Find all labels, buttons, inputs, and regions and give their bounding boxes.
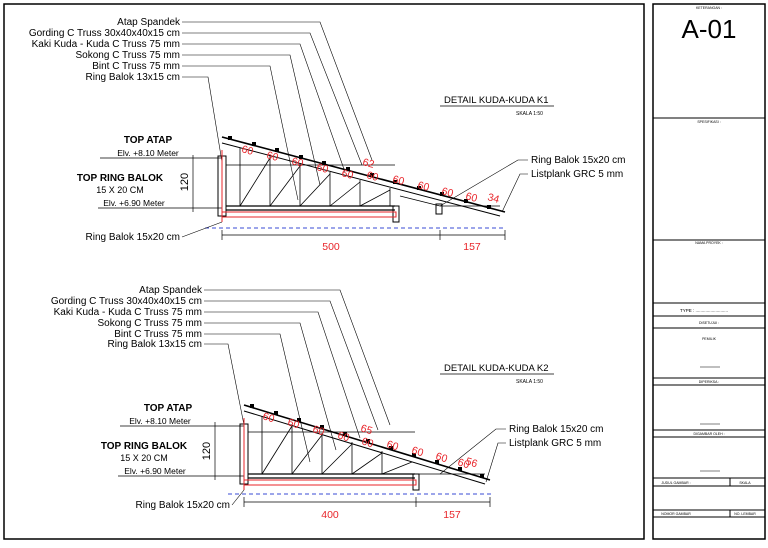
- k2-ring-size: 15 X 20 CM: [120, 453, 168, 463]
- type-label: TYPE : ..........................: [680, 308, 728, 313]
- k2-label-sokong: Sokong C Truss 75 mm: [98, 318, 202, 329]
- k2-label-atap: Atap Spandek: [139, 285, 203, 296]
- drawn-label: DIGAMBAR OLEH :: [693, 432, 724, 436]
- sheet-number-label: NOMOR GAMBAR: [661, 512, 691, 516]
- svg-text:60: 60: [365, 169, 380, 184]
- sheet-title-label: JUDUL GAMBAR :: [661, 481, 690, 485]
- k2-dim-main: 400: [321, 509, 339, 521]
- svg-text:60: 60: [240, 143, 255, 158]
- svg-text:56: 56: [464, 455, 479, 470]
- svg-text:34: 34: [486, 191, 501, 206]
- drawing-frame: [3, 3, 645, 540]
- k2-scale: SKALA 1:50: [516, 379, 543, 385]
- k1-truss: [217, 136, 506, 223]
- k1-height-dim: 120: [179, 173, 191, 191]
- svg-text:60: 60: [261, 410, 276, 425]
- spec-label: SPESIFIKASI :: [697, 120, 720, 124]
- k1-label-gording: Gording C Truss 30x40x40x15 cm: [29, 28, 180, 39]
- detail-k1: Atap Spandek Gording C Truss 30x40x40x15…: [29, 17, 626, 253]
- scale-label: SKALA: [739, 481, 751, 485]
- svg-text:60: 60: [410, 444, 425, 459]
- checked-label: DIPERIKSA :: [699, 380, 719, 384]
- k1-purlins: [228, 136, 491, 209]
- k1-label-ring-balok: Ring Balok 13x15 cm: [86, 72, 181, 83]
- svg-text:60: 60: [416, 179, 431, 194]
- svg-text:60: 60: [385, 438, 400, 453]
- sheet-label: KETERANGAN :: [696, 6, 722, 10]
- k1-spacings: 60 60 60 60 60 62 60 60 60 60 60 34: [240, 143, 501, 206]
- k1-ring-size: 15 X 20 CM: [96, 185, 144, 195]
- k1-dim-over: 157: [463, 241, 481, 253]
- svg-text:65: 65: [359, 422, 374, 437]
- approved-label: DISETUJUI :: [699, 321, 719, 325]
- k2-title: DETAIL KUDA-KUDA K2: [444, 363, 549, 374]
- signature-lines: [700, 366, 720, 472]
- k1-listplank: Listplank GRC 5 mm: [531, 169, 623, 180]
- k1-label-atap: Atap Spandek: [117, 17, 181, 28]
- sheet-count-label: NO. LEMBAR: [734, 512, 756, 516]
- svg-text:60: 60: [434, 450, 449, 465]
- detail-k2: Atap Spandek Gording C Truss 30x40x40x15…: [51, 285, 604, 521]
- k2-listplank: Listplank GRC 5 mm: [509, 438, 601, 449]
- k1-ring-bottom: Ring Balok 15x20 cm: [86, 232, 181, 243]
- title-block-frame: [652, 3, 766, 540]
- k1-scale: SKALA 1:50: [516, 111, 543, 117]
- svg-text:60: 60: [440, 185, 455, 200]
- owner-label: PEMILIK: [702, 337, 716, 341]
- k2-height-dim: 120: [201, 442, 213, 460]
- k1-title: DETAIL KUDA-KUDA K1: [444, 95, 549, 106]
- k2-label-bint: Bint C Truss 75 mm: [114, 329, 202, 340]
- k2-spacings: 60 60 60 60 60 65 60 60 60 60 56: [261, 410, 479, 471]
- svg-text:62: 62: [361, 156, 376, 171]
- svg-text:60: 60: [265, 149, 280, 164]
- k1-label-sokong: Sokong C Truss 75 mm: [76, 50, 180, 61]
- k2-top-ring: TOP RING BALOK: [101, 441, 188, 452]
- k2-top-atap: TOP ATAP: [144, 403, 193, 414]
- k2-dim-over: 157: [443, 509, 461, 521]
- k1-dim-main: 500: [322, 241, 340, 253]
- project-name-label: NAMA PROYEK :: [695, 241, 722, 245]
- k2-elv-ring: Elv. +6.90 Meter: [124, 466, 186, 476]
- k1-elv-top: Elv. +8.10 Meter: [117, 148, 179, 158]
- k2-ring-bottom: Ring Balok 15x20 cm: [136, 500, 231, 511]
- svg-text:60: 60: [286, 416, 301, 431]
- svg-text:60: 60: [290, 155, 305, 170]
- k2-label-gording: Gording C Truss 30x40x40x15 cm: [51, 296, 202, 307]
- svg-text:60: 60: [311, 423, 326, 438]
- k2-purlins: [250, 404, 484, 478]
- sheet-number: A-01: [682, 14, 737, 44]
- k2-leaders: [204, 289, 391, 463]
- k2-label-ring-balok: Ring Balok 13x15 cm: [108, 339, 203, 350]
- svg-text:60: 60: [391, 173, 406, 188]
- k2-label-kaki-kuda: Kaki Kuda - Kuda C Truss 75 mm: [54, 307, 202, 318]
- svg-text:60: 60: [464, 190, 479, 205]
- k2-elv-top: Elv. +8.10 Meter: [129, 416, 191, 426]
- title-block-lines: [653, 117, 765, 518]
- k2-right-ring: Ring Balok 15x20 cm: [509, 424, 604, 435]
- svg-text:60: 60: [336, 429, 351, 444]
- k1-top-ring: TOP RING BALOK: [77, 173, 164, 184]
- svg-text:60: 60: [360, 435, 375, 450]
- svg-text:60: 60: [315, 161, 330, 176]
- k1-elv-ring: Elv. +6.90 Meter: [103, 198, 165, 208]
- k1-label-bint: Bint C Truss 75 mm: [92, 61, 180, 72]
- k1-label-kaki-kuda: Kaki Kuda - Kuda C Truss 75 mm: [32, 39, 180, 50]
- k1-right-ring: Ring Balok 15x20 cm: [531, 155, 626, 166]
- k1-top-atap: TOP ATAP: [124, 135, 173, 146]
- svg-text:60: 60: [340, 167, 355, 182]
- svg-text:60: 60: [456, 456, 471, 471]
